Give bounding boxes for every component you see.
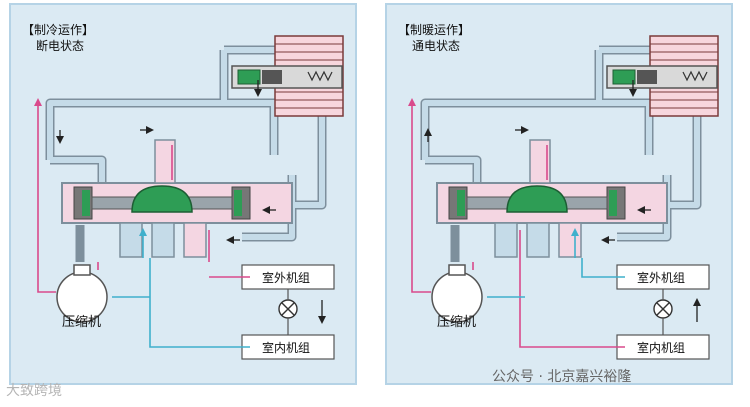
panel-cooling bbox=[9, 3, 357, 385]
indoor-unit-label: 室内机组 bbox=[262, 340, 310, 355]
flow-arrows bbox=[56, 80, 326, 324]
compressor-label: 压缩机 bbox=[62, 314, 101, 330]
panel-title: 【制冷运作】 bbox=[22, 23, 94, 37]
cold-flow-lines bbox=[112, 228, 250, 348]
watermark-left: 大致跨境 bbox=[6, 383, 62, 399]
panel-heating bbox=[385, 3, 733, 385]
hot-flow-lines bbox=[34, 98, 250, 293]
panel-subtitle: 断电状态 bbox=[36, 38, 84, 53]
panel-subtitle: 通电状态 bbox=[412, 39, 460, 53]
outdoor-unit-label: 室外机组 bbox=[637, 270, 685, 285]
hot-flow-lines bbox=[408, 98, 625, 348]
watermark-right: 公众号 · 北京嘉兴裕隆 bbox=[492, 369, 632, 385]
compressor-label: 压缩机 bbox=[437, 314, 476, 330]
cold-flow-lines bbox=[487, 228, 625, 298]
outdoor-unit-label: 室外机组 bbox=[262, 270, 310, 285]
indoor-unit-label: 室内机组 bbox=[637, 340, 685, 355]
flow-arrows bbox=[424, 80, 701, 322]
panel-title: 【制暖运作】 bbox=[398, 23, 470, 37]
